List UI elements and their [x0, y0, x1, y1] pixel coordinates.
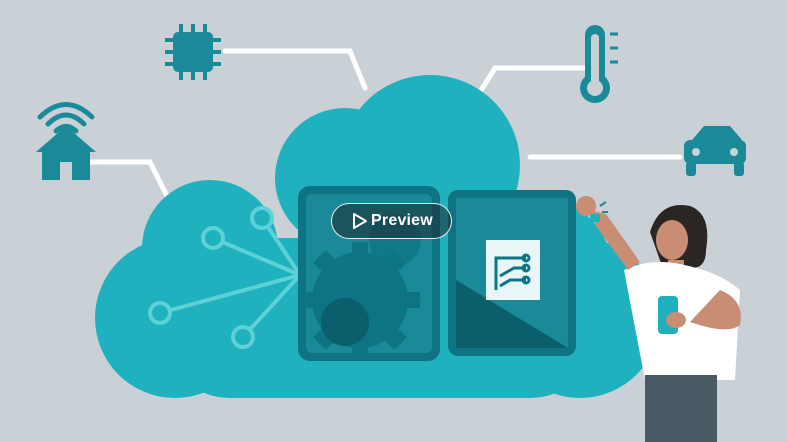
car-icon — [684, 126, 746, 176]
play-icon — [350, 212, 368, 230]
person-figure — [576, 196, 741, 442]
preview-label: Preview — [371, 212, 433, 229]
circuit-panel — [448, 190, 576, 356]
thermometer-icon — [580, 25, 618, 103]
preview-button[interactable]: Preview — [331, 203, 452, 239]
network-nodes — [148, 206, 302, 349]
smartwatch-icon — [590, 214, 600, 222]
circuit-icon — [494, 253, 531, 290]
chip-icon — [165, 24, 221, 80]
connector-lines — [85, 48, 683, 201]
home-icon — [36, 126, 96, 180]
